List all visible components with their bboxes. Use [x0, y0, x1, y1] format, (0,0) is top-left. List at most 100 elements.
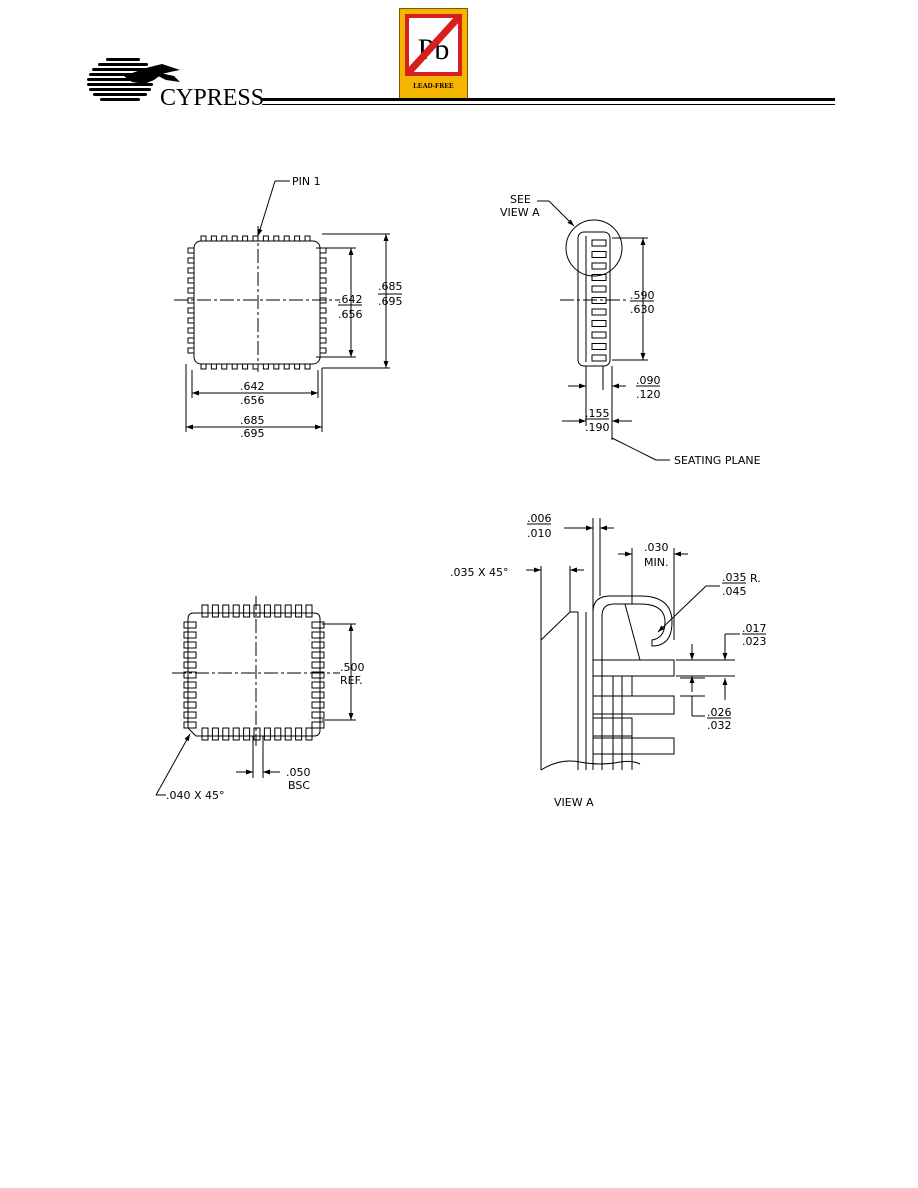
pin: [253, 727, 261, 741]
pin: [295, 604, 303, 618]
lead-thick-min: .026: [707, 706, 732, 719]
pin: [253, 604, 261, 618]
pin: [183, 631, 197, 639]
pin: [183, 661, 197, 669]
lead-height-min: .090: [636, 374, 661, 387]
top-gap-max: .010: [527, 527, 552, 540]
pin: [232, 727, 240, 741]
lead-width-min: .017: [742, 622, 767, 635]
top-view-labels: PIN 1 .642 .656 .685 .695 .642 .656 .685…: [240, 175, 403, 440]
pin: [187, 337, 195, 344]
pin: [311, 671, 325, 679]
pin: [243, 604, 251, 618]
view-a-labels: .006 .010 .030 MIN. .035 X 45° .035 .045…: [450, 512, 767, 809]
pin: [211, 604, 219, 618]
pin: [242, 363, 249, 370]
top-vert-inner-min: .642: [338, 293, 363, 306]
pin: [294, 235, 301, 242]
pin: [221, 235, 228, 242]
view-a-ref-label: VIEW A: [500, 206, 540, 219]
header-rule-thin: [262, 104, 835, 105]
pin: [283, 235, 290, 242]
pin: [211, 727, 219, 741]
pin: [221, 363, 228, 370]
pin: [305, 727, 313, 741]
top-view-body: [193, 240, 321, 365]
ref-value: .500: [340, 661, 365, 674]
pin: [319, 327, 327, 334]
lead-free-caption: LEAD-FREE: [413, 82, 454, 90]
min-label: MIN.: [644, 556, 668, 569]
pin: [319, 267, 327, 274]
pin: [295, 727, 303, 741]
lead: [591, 343, 607, 350]
pin: [294, 363, 301, 370]
pin: [252, 235, 259, 242]
pin: [262, 235, 269, 242]
pin: [311, 661, 325, 669]
lead: [591, 308, 607, 316]
pin: [183, 711, 197, 719]
pin: [201, 727, 209, 741]
pitch-label: BSC: [288, 779, 310, 792]
pin: [183, 701, 197, 709]
pin: [187, 327, 195, 334]
lead-width-max: .023: [742, 635, 767, 648]
pin: [183, 681, 197, 689]
pin: [231, 235, 238, 242]
pin: [222, 604, 230, 618]
pin: [263, 604, 271, 618]
pin: [187, 317, 195, 324]
pin: [183, 691, 197, 699]
pin: [183, 651, 197, 659]
pin: [305, 604, 313, 618]
pin: [252, 363, 259, 370]
pin: [319, 257, 327, 264]
pin: [273, 363, 280, 370]
pin: [311, 681, 325, 689]
pin: [319, 337, 327, 344]
pin: [232, 604, 240, 618]
pin: [319, 347, 327, 354]
cypress-tree-logo-icon: [87, 58, 180, 101]
bottom-view: [155, 596, 356, 796]
radius-suffix: R.: [750, 572, 761, 585]
top-horiz-outer-min: .685: [240, 414, 265, 427]
pin: [200, 363, 207, 370]
pin: [210, 363, 217, 370]
prohibition-slash-icon: [406, 15, 461, 75]
lead-thick-max: .032: [707, 719, 732, 732]
ref-label: REF.: [340, 674, 363, 687]
lead: [591, 274, 607, 281]
side-view-labels: SEE VIEW A .590 .630 .090 .120 .155 .190…: [500, 193, 761, 467]
radius-max: .045: [722, 585, 747, 598]
pin: [187, 287, 195, 294]
pin: [311, 711, 325, 719]
view-a-chamfer-label: .035 X 45°: [450, 566, 509, 579]
pin: [284, 727, 292, 741]
pin: [283, 363, 290, 370]
pin: [311, 651, 325, 659]
pin: [187, 277, 195, 284]
lead: [591, 320, 607, 327]
pin: [311, 721, 325, 729]
bottom-view-body: [187, 612, 321, 737]
pin: [187, 347, 195, 354]
top-horiz-inner-min: .642: [240, 380, 265, 393]
side-view: [537, 200, 670, 461]
pin: [311, 621, 325, 629]
pin1-label: PIN 1: [292, 175, 321, 188]
pin: [319, 277, 327, 284]
pin: [243, 727, 251, 741]
body-height-min: .155: [585, 407, 610, 420]
lead: [591, 331, 607, 339]
pin: [319, 247, 327, 254]
top-vert-inner-max: .656: [338, 308, 363, 321]
pin: [183, 621, 197, 629]
lead: [591, 239, 607, 247]
lead: [591, 354, 607, 362]
side-height-max: .630: [630, 303, 655, 316]
view-a-detail: [526, 518, 740, 771]
pitch-value: .050: [286, 766, 311, 779]
